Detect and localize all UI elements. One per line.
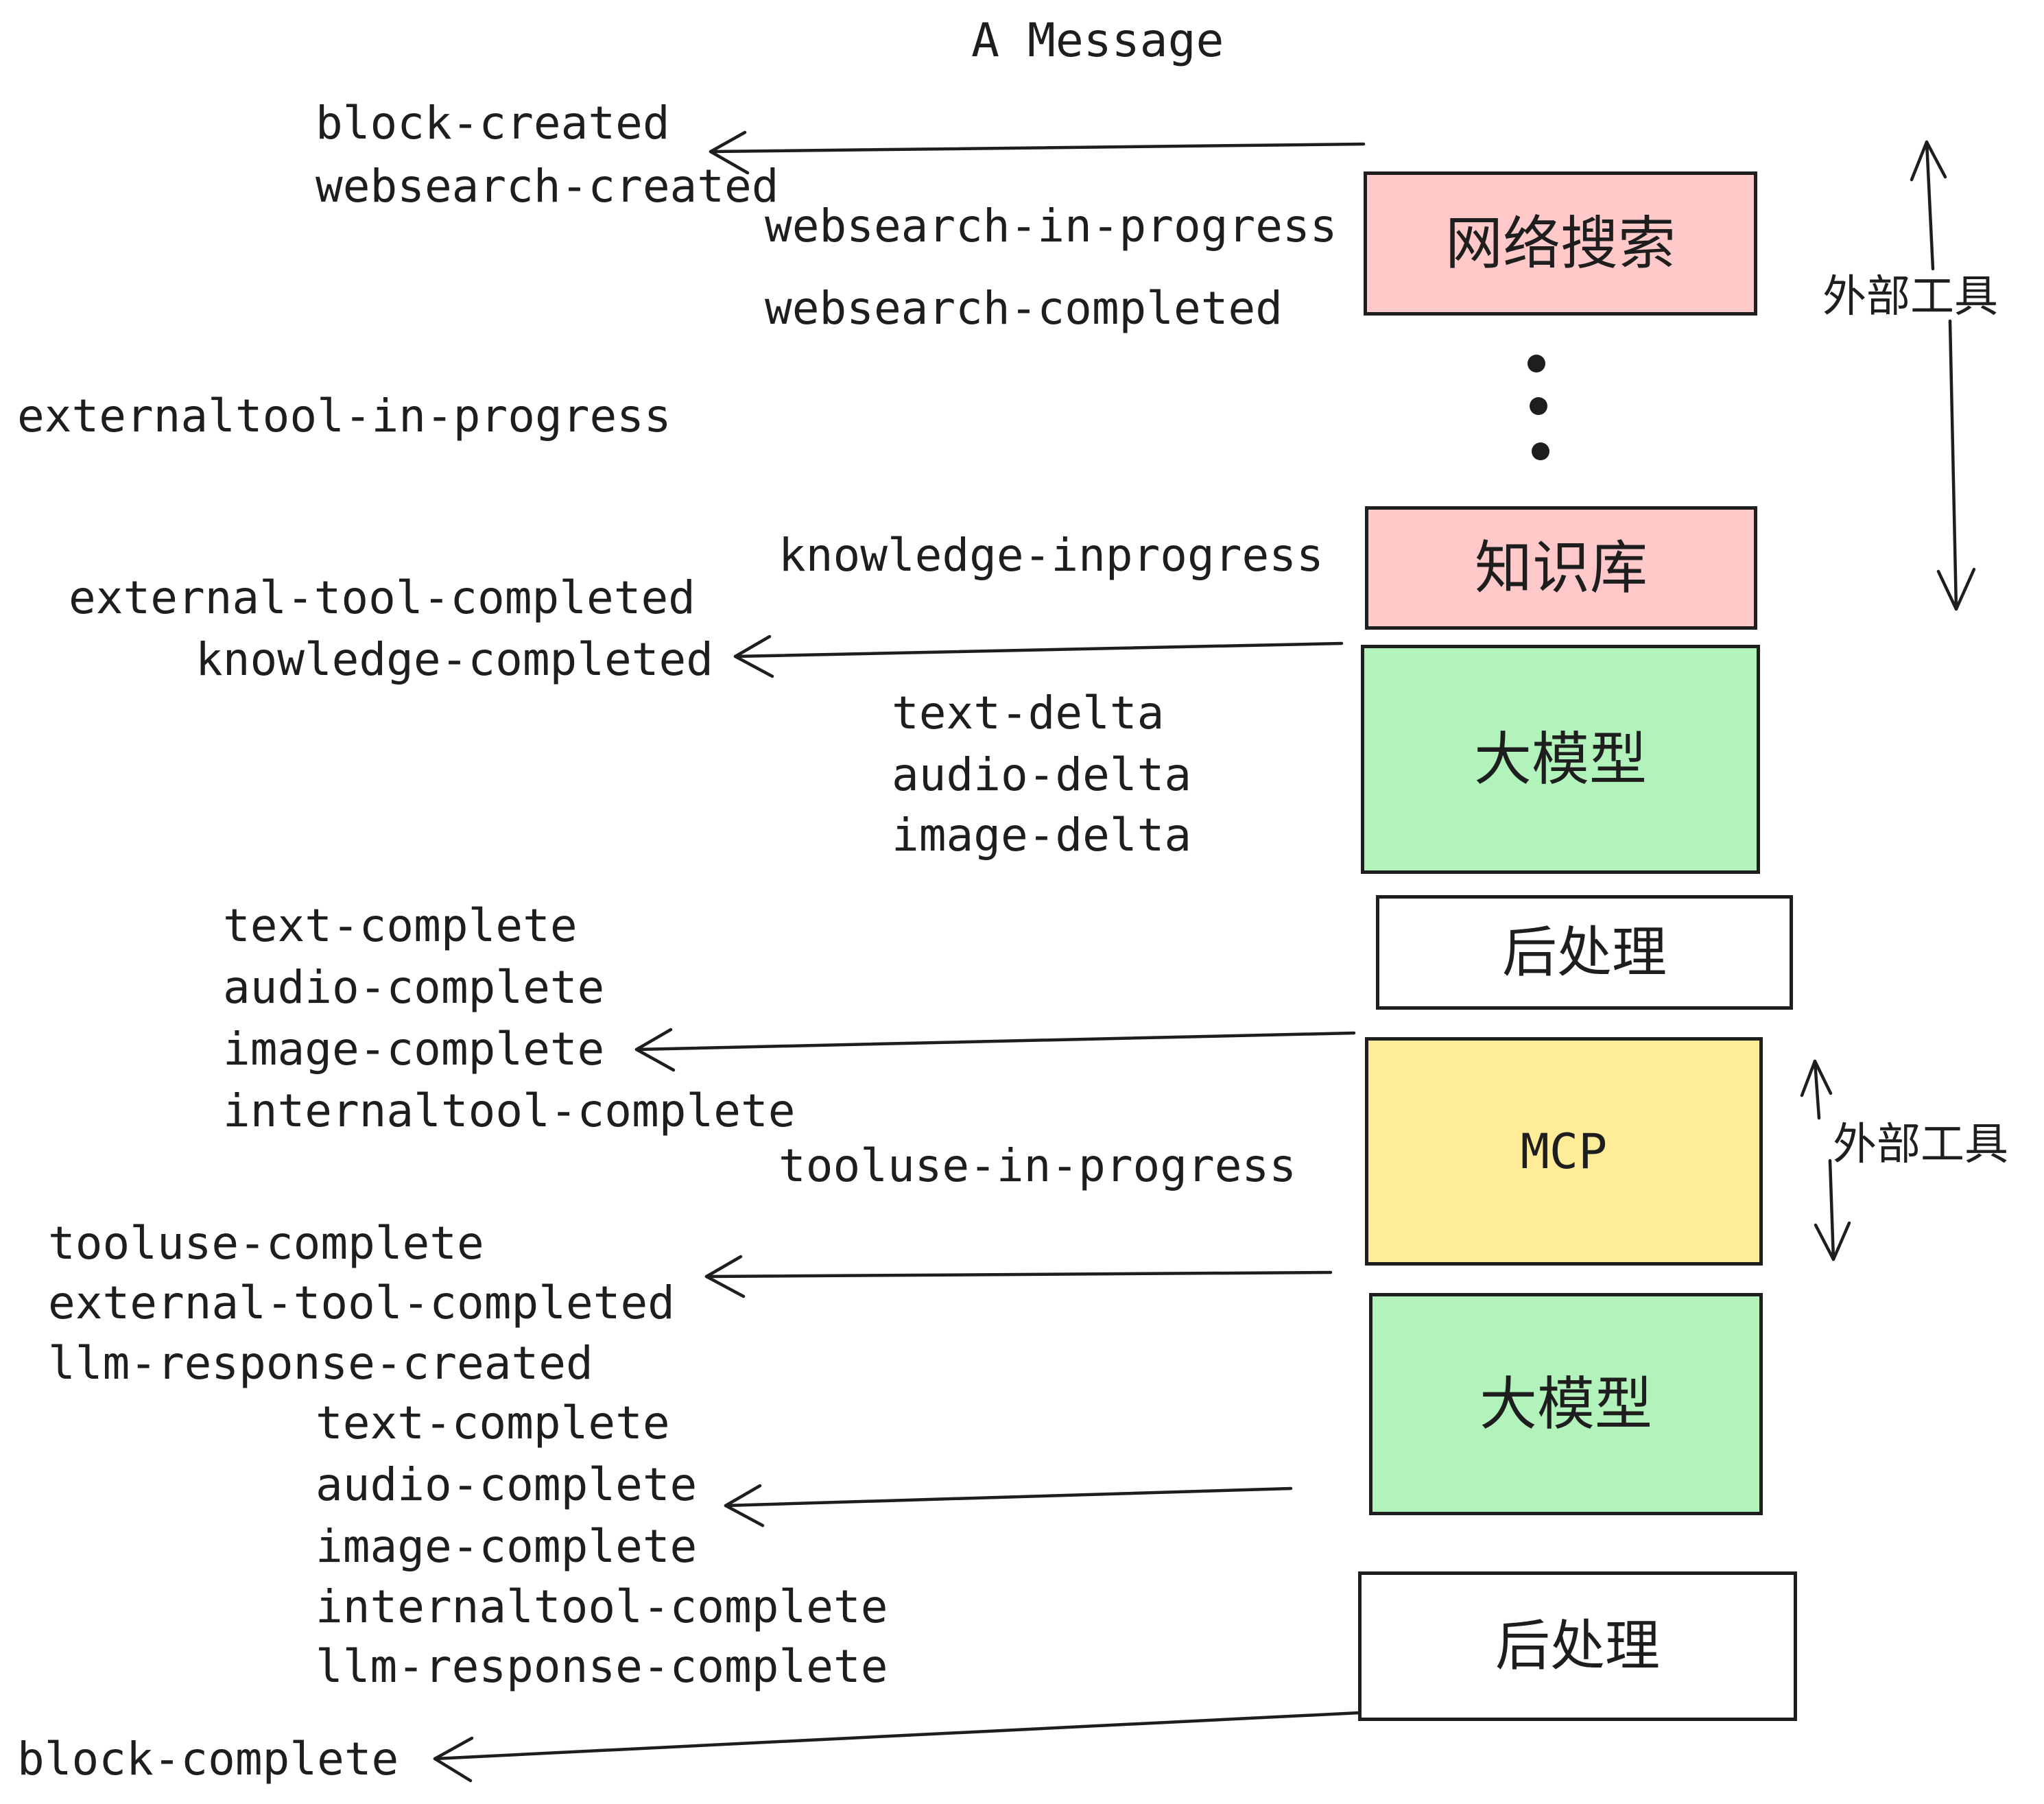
event-tooluse-complete: tooluse-complete	[48, 1217, 484, 1270]
event-llm-response-complete: llm-response-complete	[316, 1640, 888, 1693]
event-internaltool-complete: internaltool-complete	[223, 1084, 796, 1137]
box-mcp-label: MCP	[1520, 1123, 1608, 1180]
arrow-tooluse-complete	[704, 1255, 1333, 1298]
arrow-block-complete	[433, 1711, 1362, 1783]
event-internaltool-complete: internaltool-complete	[316, 1580, 888, 1633]
event-knowledge-inprogress: knowledge-inprogress	[779, 529, 1324, 582]
event-text-complete: text-complete	[223, 899, 578, 952]
event-audio-complete: audio-complete	[223, 961, 605, 1014]
box-post-process-1: 后处理	[1376, 895, 1793, 1010]
event-tooluse-in-progress: tooluse-in-progress	[779, 1139, 1296, 1192]
box-mcp: MCP	[1365, 1037, 1763, 1266]
arrow-llm2-complete	[724, 1484, 1293, 1528]
event-llm-response-created: llm-response-created	[48, 1337, 593, 1390]
external-tools-label-upper: 外部工具	[1822, 272, 1998, 321]
external-tools-label-lower: 外部工具	[1833, 1119, 2008, 1169]
event-block-complete: block-complete	[17, 1733, 399, 1785]
event-external-tool-completed: external-tool-completed	[48, 1277, 675, 1329]
external-tools-down-arrow-2	[1814, 1159, 1851, 1261]
event-text-complete: text-complete	[316, 1397, 670, 1449]
event-image-complete: image-complete	[316, 1520, 698, 1573]
event-image-delta: image-delta	[892, 809, 1192, 862]
box-llm-1: 大模型	[1361, 645, 1760, 874]
event-external-tool-completed: external-tool-completed	[69, 571, 696, 624]
box-web-search: 网络搜索	[1364, 171, 1757, 316]
box-web-search-label: 网络搜索	[1445, 211, 1676, 276]
external-tools-up-arrow-2	[1800, 1059, 1833, 1120]
event-knowledge-completed: knowledge-completed	[195, 633, 713, 686]
box-llm-1-label: 大模型	[1473, 727, 1647, 792]
box-llm-2: 大模型	[1369, 1293, 1763, 1515]
arrow-knowledge-completed	[733, 634, 1344, 678]
event-audio-delta: audio-delta	[892, 748, 1192, 801]
box-post-process-1-label: 后处理	[1502, 921, 1667, 983]
event-audio-complete: audio-complete	[316, 1458, 698, 1511]
external-tools-down-arrow-1	[1936, 319, 1976, 611]
box-post-process-2: 后处理	[1358, 1571, 1797, 1721]
arrow-websearch-created	[709, 130, 1366, 175]
diagram-title: A Message	[971, 14, 1224, 68]
event-block-created: block-created	[316, 97, 670, 150]
box-llm-2-label: 大模型	[1479, 1372, 1652, 1436]
box-knowledge-base: 知识库	[1365, 506, 1757, 630]
box-post-process-2-label: 后处理	[1495, 1615, 1660, 1676]
external-tools-up-arrow-1	[1910, 140, 1947, 271]
event-websearch-created: websearch-created	[316, 160, 779, 213]
arrow-internal-complete	[634, 1028, 1356, 1072]
event-text-delta: text-delta	[892, 687, 1165, 739]
event-websearch-in-progress: websearch-in-progress	[765, 200, 1338, 252]
event-websearch-completed: websearch-completed	[765, 282, 1283, 335]
event-image-complete: image-complete	[223, 1023, 605, 1076]
event-externaltool-in-progress: externaltool-in-progress	[17, 390, 672, 442]
box-knowledge-base-label: 知识库	[1474, 536, 1648, 600]
ellipsis-dots	[1528, 355, 1549, 460]
